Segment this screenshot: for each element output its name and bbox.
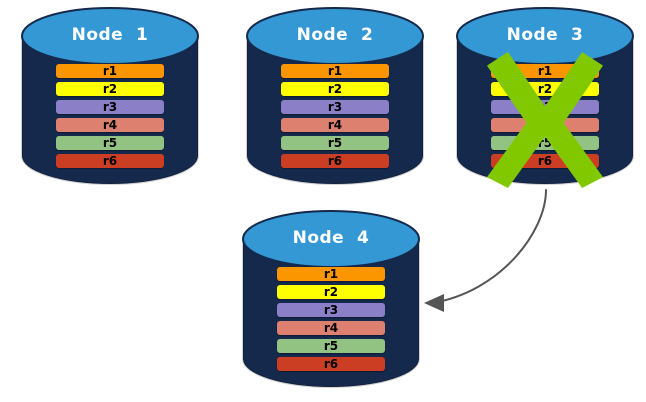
node-title: Node 2 xyxy=(296,25,374,45)
row-list: r1 r2 r3 r4 r5 r6 xyxy=(457,64,633,168)
row-bar-r3[interactable]: r3 xyxy=(491,100,599,114)
row-label: r2 xyxy=(327,82,343,96)
row-bar-r3[interactable]: r3 xyxy=(281,100,389,114)
row-bar-r6[interactable]: r6 xyxy=(281,154,389,168)
cylinder-body-outline xyxy=(21,35,199,185)
row-list: r1 r2 r3 r4 r5 r6 xyxy=(22,64,198,168)
node-title: Node 1 xyxy=(71,25,149,45)
row-bar-r1[interactable]: r1 xyxy=(277,267,385,281)
row-label: r1 xyxy=(102,64,118,78)
row-bar-r5[interactable]: r5 xyxy=(281,136,389,150)
node-cylinder-1[interactable]: Node 1 r1 r2 r3 r4 r5 r6 xyxy=(21,7,199,185)
row-label: r1 xyxy=(537,64,553,78)
row-bar-r2[interactable]: r2 xyxy=(281,82,389,96)
row-bar-r3[interactable]: r3 xyxy=(56,100,164,114)
row-label: r6 xyxy=(327,154,343,168)
row-bar-r1[interactable]: r1 xyxy=(281,64,389,78)
row-label: r5 xyxy=(327,136,343,150)
row-label: r5 xyxy=(102,136,118,150)
row-label: r1 xyxy=(323,267,339,281)
row-bar-r2[interactable]: r2 xyxy=(277,285,385,299)
cylinder-body-outline xyxy=(246,35,424,185)
row-bar-r4[interactable]: r4 xyxy=(56,118,164,132)
row-bar-r3[interactable]: r3 xyxy=(277,303,385,317)
row-bar-r6[interactable]: r6 xyxy=(491,154,599,168)
row-bar-r5[interactable]: r5 xyxy=(277,339,385,353)
row-bar-r1[interactable]: r1 xyxy=(491,64,599,78)
row-label: r1 xyxy=(327,64,343,78)
row-list: r1 r2 r3 r4 r5 r6 xyxy=(243,267,419,371)
row-bar-r4[interactable]: r4 xyxy=(277,321,385,335)
row-bar-r6[interactable]: r6 xyxy=(277,357,385,371)
row-label: r4 xyxy=(327,118,343,132)
row-label: r2 xyxy=(323,285,339,299)
row-bar-r6[interactable]: r6 xyxy=(56,154,164,168)
row-bar-r1[interactable]: r1 xyxy=(56,64,164,78)
row-bar-r4[interactable]: r4 xyxy=(491,118,599,132)
row-label: r6 xyxy=(323,357,339,371)
row-label: r6 xyxy=(537,154,553,168)
row-label: r3 xyxy=(323,303,339,317)
row-bar-r2[interactable]: r2 xyxy=(56,82,164,96)
row-list: r1 r2 r3 r4 r5 r6 xyxy=(247,64,423,168)
row-label: r4 xyxy=(102,118,118,132)
row-label: r6 xyxy=(102,154,118,168)
row-label: r4 xyxy=(323,321,339,335)
row-label: r5 xyxy=(323,339,339,353)
row-bar-r2[interactable]: r2 xyxy=(491,82,599,96)
row-label: r3 xyxy=(537,100,553,114)
row-bar-r5[interactable]: r5 xyxy=(491,136,599,150)
row-label: r2 xyxy=(102,82,118,96)
node-cylinder-3[interactable]: Node 3 r1 r2 r3 r4 r5 r6 xyxy=(456,7,634,185)
node-title: Node 4 xyxy=(292,228,370,248)
cylinder-body-outline xyxy=(242,238,420,388)
row-label: r3 xyxy=(327,100,343,114)
node-cylinder-4[interactable]: Node 4 r1 r2 r3 r4 r5 r6 xyxy=(242,210,420,388)
replication-arrow-line xyxy=(431,189,547,304)
node-title: Node 3 xyxy=(506,25,584,45)
row-bar-r4[interactable]: r4 xyxy=(281,118,389,132)
row-bar-r5[interactable]: r5 xyxy=(56,136,164,150)
node-cylinder-2[interactable]: Node 2 r1 r2 r3 r4 r5 r6 xyxy=(246,7,424,185)
replication-arrow-head xyxy=(424,294,444,312)
row-label: r2 xyxy=(537,82,553,96)
row-label: r5 xyxy=(537,136,553,150)
row-label: r4 xyxy=(537,118,553,132)
row-label: r3 xyxy=(102,100,118,114)
